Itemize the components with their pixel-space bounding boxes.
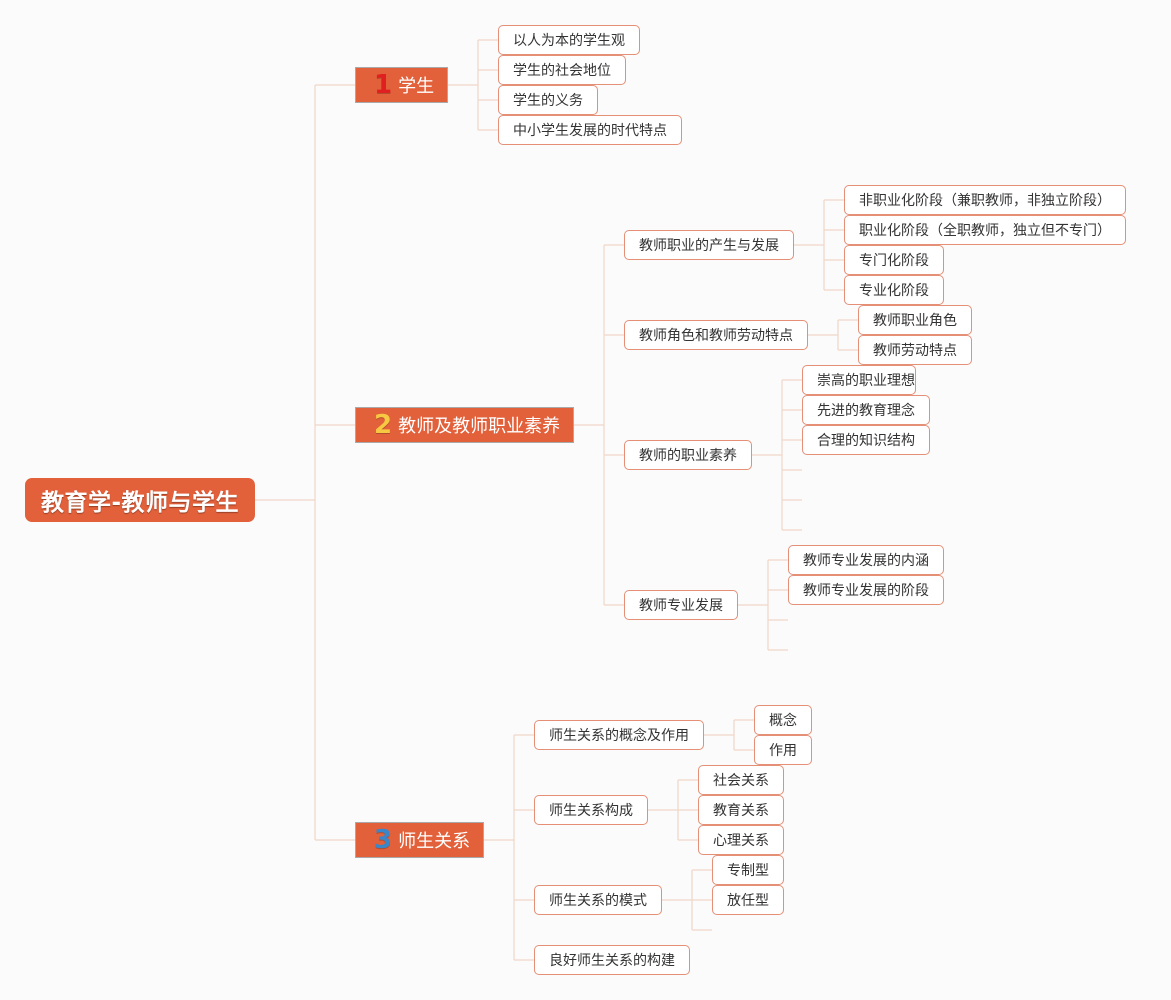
leaf-label: 教师劳动特点: [873, 343, 957, 359]
subtopic-label: 教师角色和教师劳动特点: [639, 328, 793, 344]
subtopic-professional-development[interactable]: 教师专业发展: [624, 590, 738, 620]
leaf-label: 概念: [769, 713, 797, 729]
leaf-psychological-relation[interactable]: 心理关系: [698, 825, 784, 855]
leaf-label: 放任型: [727, 893, 769, 909]
subtopic-label: 师生关系的概念及作用: [549, 728, 689, 744]
leaf-label: 崇高的职业理想: [817, 373, 915, 389]
leaf-development-stages[interactable]: 教师专业发展的阶段: [788, 575, 944, 605]
leaf-label: 心理关系: [713, 833, 769, 849]
subtopic-label: 学生的社会地位: [513, 63, 611, 79]
leaf-specialized-stage[interactable]: 专门化阶段: [844, 245, 944, 275]
leaf-educational-relation[interactable]: 教育关系: [698, 795, 784, 825]
root-topic-label: 教育学-教师与学生: [40, 490, 240, 516]
leaf-label: 专门化阶段: [859, 253, 929, 269]
number-2-badge: 2: [374, 410, 393, 440]
leaf-label: 教师职业角色: [873, 313, 957, 329]
leaf-label: 先进的教育理念: [817, 403, 915, 419]
leaf-professionalized-stage[interactable]: 专业化阶段: [844, 275, 944, 305]
leaf-label: 教育关系: [713, 803, 769, 819]
leaf-label: 合理的知识结构: [817, 433, 915, 449]
subtopic-label: 师生关系的模式: [549, 893, 647, 909]
subtopic-label: 教师职业的产生与发展: [639, 238, 779, 254]
leaf-label: 作用: [769, 743, 797, 759]
subtopic-student-status[interactable]: 学生的社会地位: [498, 55, 626, 85]
subtopic-relationship-composition[interactable]: 师生关系构成: [534, 795, 648, 825]
subtopic-label: 中小学生发展的时代特点: [513, 123, 667, 139]
branch-topic-students[interactable]: 1 学生: [355, 67, 448, 103]
leaf-label: 专制型: [727, 863, 769, 879]
subtopic-relationship-concept[interactable]: 师生关系的概念及作用: [534, 720, 704, 750]
leaf-non-professional-stage[interactable]: 非职业化阶段（兼职教师，非独立阶段）: [844, 185, 1126, 215]
subtopic-good-relationship[interactable]: 良好师生关系的构建: [534, 945, 690, 975]
subtopic-student-duty[interactable]: 学生的义务: [498, 85, 598, 115]
subtopic-label: 教师专业发展: [639, 598, 723, 614]
leaf-teacher-labor[interactable]: 教师劳动特点: [858, 335, 972, 365]
leaf-label: 专业化阶段: [859, 283, 929, 299]
leaf-development-connotation[interactable]: 教师专业发展的内涵: [788, 545, 944, 575]
subtopic-label: 良好师生关系的构建: [549, 953, 675, 969]
branch-topic-teachers[interactable]: 2 教师及教师职业素养: [355, 407, 574, 443]
leaf-laissez-faire[interactable]: 放任型: [712, 885, 784, 915]
root-topic[interactable]: 教育学-教师与学生: [25, 478, 255, 522]
leaf-label: 非职业化阶段（兼职教师，非独立阶段）: [859, 193, 1111, 209]
branch-topic-label: 教师及教师职业素养: [398, 416, 561, 437]
subtopic-student-features[interactable]: 中小学生发展的时代特点: [498, 115, 682, 145]
leaf-teacher-role[interactable]: 教师职业角色: [858, 305, 972, 335]
subtopic-label: 学生的义务: [513, 93, 583, 109]
subtopic-student-view[interactable]: 以人为本的学生观: [498, 25, 640, 55]
subtopic-teacher-literacy[interactable]: 教师的职业素养: [624, 440, 752, 470]
subtopic-label: 师生关系构成: [549, 803, 633, 819]
leaf-professional-stage[interactable]: 职业化阶段（全职教师，独立但不专门）: [844, 215, 1126, 245]
subtopic-label: 教师的职业素养: [639, 448, 737, 464]
leaf-label: 职业化阶段（全职教师，独立但不专门）: [859, 223, 1111, 239]
leaf-autocratic[interactable]: 专制型: [712, 855, 784, 885]
leaf-knowledge[interactable]: 合理的知识结构: [802, 425, 930, 455]
leaf-label: 教师专业发展的阶段: [803, 583, 929, 599]
leaf-ideal[interactable]: 崇高的职业理想: [802, 365, 916, 395]
branch-topic-relationship[interactable]: 3 师生关系: [355, 822, 484, 858]
leaf-label: 教师专业发展的内涵: [803, 553, 929, 569]
leaf-function-term[interactable]: 作用: [754, 735, 812, 765]
leaf-concept-term[interactable]: 概念: [754, 705, 812, 735]
subtopic-label: 以人为本的学生观: [513, 33, 625, 49]
number-1-badge: 1: [374, 70, 393, 100]
subtopic-relationship-modes[interactable]: 师生关系的模式: [534, 885, 662, 915]
branch-topic-label: 学生: [398, 76, 435, 97]
branch-topic-label: 师生关系: [398, 831, 471, 852]
number-3-badge: 3: [374, 825, 393, 855]
leaf-concept[interactable]: 先进的教育理念: [802, 395, 930, 425]
leaf-label: 社会关系: [713, 773, 769, 789]
subtopic-profession-origin[interactable]: 教师职业的产生与发展: [624, 230, 794, 260]
leaf-social-relation[interactable]: 社会关系: [698, 765, 784, 795]
subtopic-teacher-role[interactable]: 教师角色和教师劳动特点: [624, 320, 808, 350]
